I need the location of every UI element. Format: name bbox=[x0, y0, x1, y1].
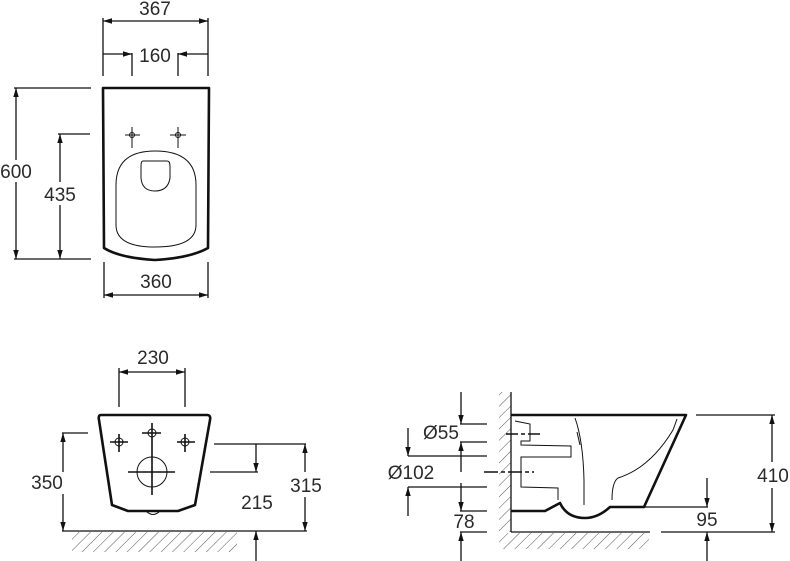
top-view: 367 160 600 435 360 bbox=[0, 0, 211, 298]
dim-seat-hole-spacing: 160 bbox=[139, 46, 171, 67]
dim-width-overall: 367 bbox=[139, 0, 171, 20]
dim-width-front: 360 bbox=[140, 272, 172, 293]
dim-outlet-height: 78 bbox=[453, 512, 474, 533]
floor-hatch bbox=[72, 532, 237, 552]
dim-length: 600 bbox=[0, 162, 32, 183]
rear-view: 230 350 215 315 bbox=[31, 348, 322, 561]
dim-outlet-center: 215 bbox=[241, 493, 273, 514]
dim-outlet-diameter: Ø102 bbox=[388, 463, 434, 484]
wall-hatch bbox=[499, 392, 511, 532]
dim-bolt-spacing: 230 bbox=[137, 348, 169, 369]
dim-inlet-diameter: Ø55 bbox=[423, 423, 459, 444]
dim-fixing-to-front: 435 bbox=[44, 185, 76, 206]
dim-inlet-height: 315 bbox=[290, 476, 322, 497]
side-view: Ø55 Ø102 78 95 410 bbox=[388, 392, 789, 561]
dim-height-fixing: 350 bbox=[31, 473, 63, 494]
dim-bowl-base: 95 bbox=[696, 510, 717, 531]
dim-total-height: 410 bbox=[757, 466, 789, 487]
